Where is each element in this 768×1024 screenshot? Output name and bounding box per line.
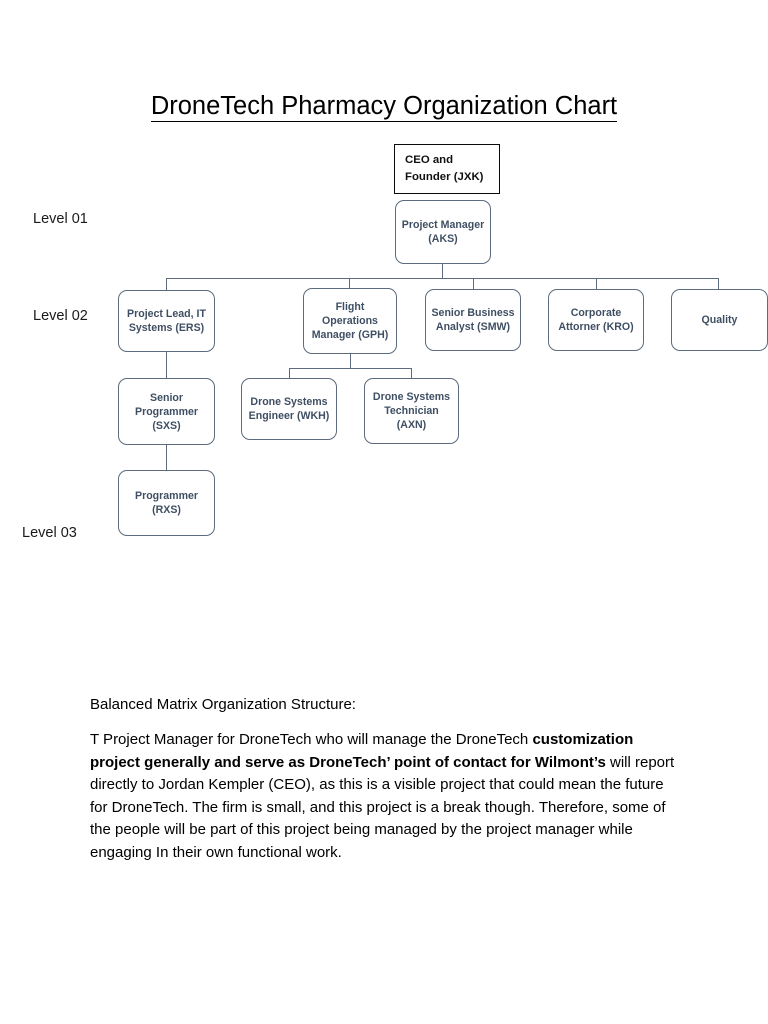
node-ceo-line2-code: (JXK) [450,171,484,183]
node-ceo-founder[interactable]: CEO and Founder (JXK) [394,144,500,194]
node-project-manager[interactable]: Project Manager (AKS) [395,200,491,264]
page-title-text: DroneTech Pharmacy Organization Chart [150,92,618,122]
connector-flight-ops-bus [289,368,412,370]
node-flight-operations-manager[interactable]: Flight Operations Manager (GPH) [303,288,397,354]
node-drone-systems-technician[interactable]: Drone Systems Technician (AXN) [364,378,459,444]
body-paragraph-part1: T Project Manager for DroneTech who will… [90,731,533,748]
level-label-03: Level 03 [22,525,77,541]
node-senior-business-analyst[interactable]: Senior Business Analyst (SMW) [425,289,521,351]
level-label-02: Level 02 [33,308,88,324]
level-label-01: Level 01 [33,211,88,227]
connector-level2-bus [166,278,718,280]
node-ceo-line2-bold: Founder [405,171,451,183]
connector-drop-senior-analyst [473,278,475,290]
body-paragraph-part2: will report directly to Jordan Kempler (… [90,753,675,861]
connector-drop-project-lead [166,278,168,290]
connector-project-lead-to-senior-programmer [166,352,168,378]
body-heading: Balanced Matrix Organization Structure: [90,696,356,713]
node-senior-programmer[interactable]: Senior Programmer (SXS) [118,378,215,445]
node-corporate-attorner[interactable]: Corporate Attorner (KRO) [548,289,644,351]
connector-drop-drone-engineer [289,368,291,378]
connector-drop-quality [718,278,720,290]
node-programmer[interactable]: Programmer (RXS) [118,470,215,536]
page-title: DroneTech Pharmacy Organization Chart [0,92,768,122]
connector-pm-to-bus [442,264,444,279]
connector-flight-ops-stub [350,354,352,369]
connector-drop-flight-ops [349,278,351,290]
node-ceo-line1: CEO and [405,154,454,166]
body-paragraph-bold: customization project generally and serv… [90,731,634,771]
node-drone-systems-engineer[interactable]: Drone Systems Engineer (WKH) [241,378,337,440]
node-quality[interactable]: Quality [671,289,768,351]
connector-senior-programmer-to-programmer [166,445,168,471]
connector-drop-drone-technician [411,368,413,378]
node-project-lead-it-systems[interactable]: Project Lead, IT Systems (ERS) [118,290,215,352]
body-paragraph: T Project Manager for DroneTech who will… [90,729,675,865]
connector-drop-corporate-attorner [596,278,598,290]
